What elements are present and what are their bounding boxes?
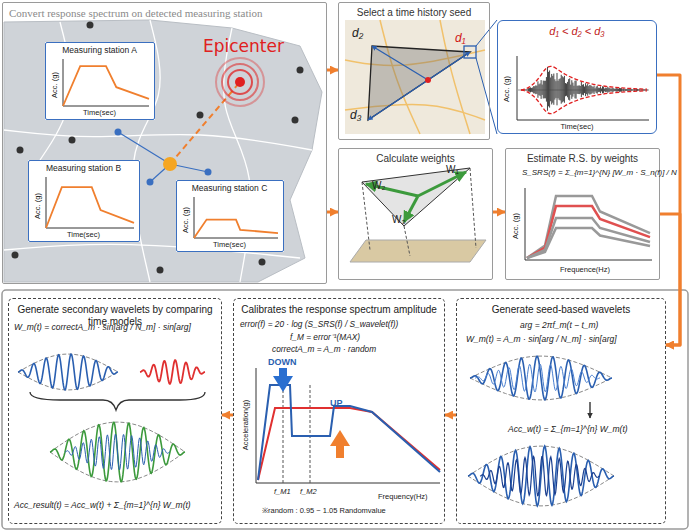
weight-label: W₂ <box>372 180 385 192</box>
node-title: Convert response spectrum on detected me… <box>9 7 263 20</box>
axis-label: Acc. (g) <box>503 76 512 102</box>
distance-label: d₃ <box>350 108 361 122</box>
formula-label: Acc_result(t) = Acc_w(t) + Σ_{m=1}^{n} W… <box>14 500 219 510</box>
station-plot <box>45 42 155 120</box>
process-panel: Calculate weights <box>338 148 493 280</box>
station-inset: Measuring station A Acc. (g) Time(sec) <box>45 42 155 120</box>
node-title: Select a time history seed <box>357 7 472 19</box>
secondary-wavelets <box>18 354 205 482</box>
seismogram <box>497 20 657 134</box>
node-title: Calibrates the response spectrum amplitu… <box>240 304 438 316</box>
formula-label: ※random : 0.95 ~ 1.05 Randomvalue <box>262 506 386 515</box>
node-title: Measuring station A <box>62 46 137 56</box>
spectrum-figure <box>525 188 652 260</box>
node-title: Measuring station C <box>192 184 268 194</box>
flow-arrow <box>222 414 233 417</box>
process-box: Calibrates the response spectrum amplitu… <box>233 298 445 524</box>
flow-arrow <box>445 414 456 417</box>
bottom-frame <box>2 290 688 529</box>
weight-label: W₁ <box>446 164 459 176</box>
formula-label: Frequence(Hz) <box>560 265 610 274</box>
epicenter-label: Epicenter <box>203 36 284 56</box>
formula-label: Acceleration(g) <box>241 400 250 450</box>
seed-map <box>345 20 497 134</box>
formula-label: W_m(t) = A_m · sin[arg / N_m] · sin[arg] <box>466 334 617 344</box>
formula-label: f_M2 <box>300 487 317 496</box>
station-inset: Measuring station C Acc. (g) Time(sec) <box>176 180 284 252</box>
formula-label: Frequency(Hz) <box>378 492 428 501</box>
formula-label: S_SRS(f) = Σ_{m=1}^{N} [W_m · S_n(f)] / … <box>522 168 677 178</box>
flow-arrow <box>493 211 505 214</box>
station-inset: Measuring station B Acc. (g) Time(sec) <box>28 160 140 242</box>
formula-label: error(f) = 20 · log (S_SRS(f) / S_wavele… <box>240 320 398 330</box>
node-title: d₁ < d₂ < d₃ <box>549 25 604 38</box>
formula-label: correctA_m = A_m · random <box>272 345 376 355</box>
process-panel: Estimate R.S. by weights <box>505 148 660 280</box>
map <box>2 2 327 284</box>
flow-arrow <box>327 211 338 214</box>
flow-arrow <box>660 214 680 345</box>
node-title: Calculate weights <box>376 153 454 165</box>
process-box: Generate seed-based wavelets <box>456 298 666 524</box>
distance-label: d₂ <box>352 26 363 40</box>
node-title: Estimate R.S. by weights <box>527 153 638 165</box>
station-plot <box>176 180 284 252</box>
formula-label: f_M = error⁻¹(MAX) <box>290 333 360 343</box>
formula-label: UP <box>330 398 343 409</box>
formula-label: arg = 2πf_m(t − t_m) <box>520 320 598 330</box>
node-title: Measuring station B <box>46 164 121 174</box>
axis-label: Acc. (g) <box>181 207 190 233</box>
node-title: Generate seed-based wavelets <box>463 304 659 316</box>
flow-arrow <box>657 75 680 345</box>
seed-inset: d₁ < d₂ < d₃ Acc. (g) Time(sec) <box>497 20 657 134</box>
weights-figure <box>350 168 486 262</box>
formula-label: W_m(t) = correctA_m · sin[arg / N_m] · s… <box>14 322 219 332</box>
weight-label: W₃ <box>392 214 406 226</box>
flow-arrow <box>327 69 338 72</box>
axis-label: Time(sec) <box>83 109 116 118</box>
axis-label: Time(sec) <box>560 123 593 132</box>
axis-label: Acc. (g) <box>50 72 59 98</box>
calibration-chart <box>256 368 440 483</box>
station-plot <box>28 160 140 242</box>
axis-label: Time(sec) <box>67 231 100 240</box>
axis-label: Acc. (g) <box>33 193 42 219</box>
formula-label: Acc. (g) <box>511 213 520 239</box>
axis-label: Time(sec) <box>213 241 246 250</box>
formula-label: DOWN <box>268 357 297 368</box>
formula-label: f_M1 <box>274 487 291 496</box>
formula-label: Acc_w(t) = Σ_{m=1}^{n} W_m(t) <box>508 424 628 434</box>
distance-label: d₁ <box>455 31 465 45</box>
